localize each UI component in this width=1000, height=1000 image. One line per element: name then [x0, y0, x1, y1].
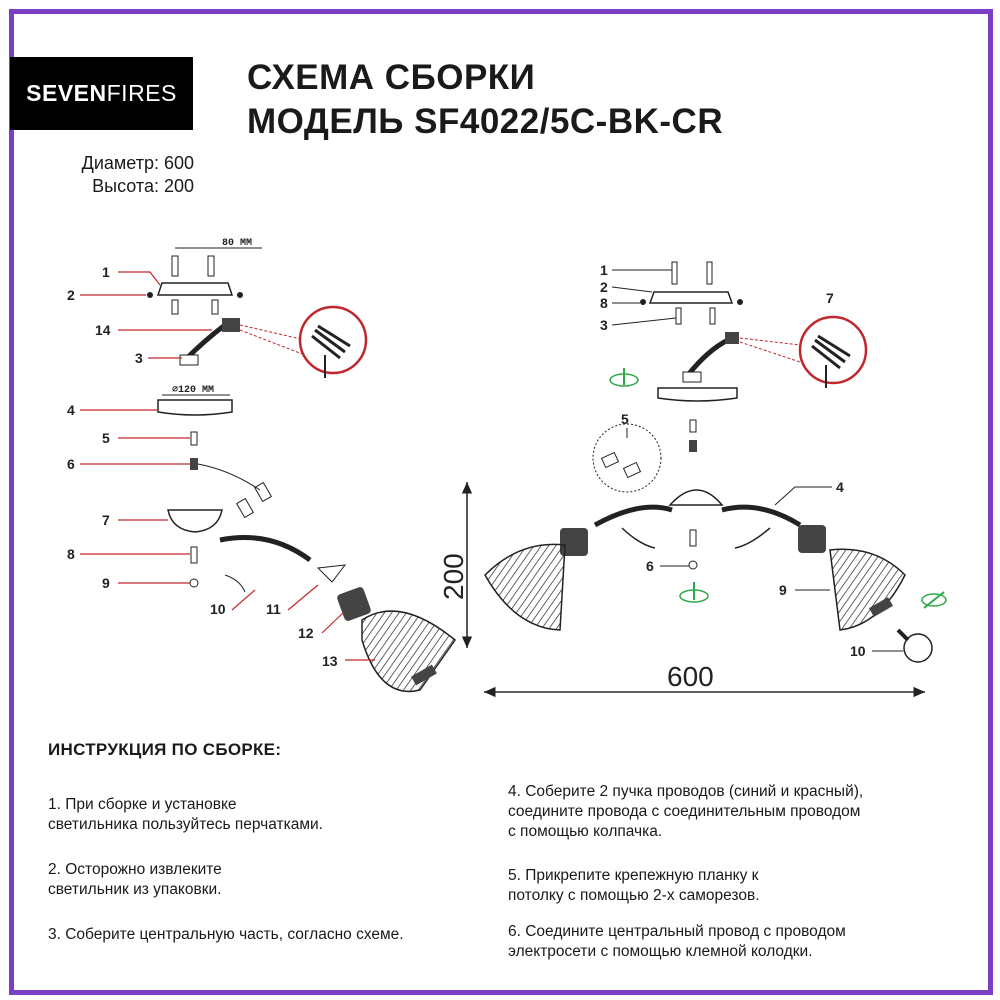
left-exploded-diagram: 80 ММ ⌀120 ММ — [67, 238, 457, 693]
step-4-line-3: с помощью колпачка. — [508, 823, 663, 840]
left-label-4: 4 — [67, 402, 75, 418]
title-line-2: МОДЕЛЬ SF4022/5C-BK-CR — [247, 102, 724, 141]
left-label-10: 10 — [210, 601, 226, 617]
left-label-11: 11 — [266, 601, 281, 617]
left-label-3: 3 — [135, 350, 143, 366]
left-label-13: 13 — [322, 653, 338, 669]
instructions-heading: ИНСТРУКЦИЯ ПО СБОРКЕ: — [48, 740, 282, 759]
left-label-5: 5 — [102, 430, 110, 446]
assembly-drawing: 80 ММ ⌀120 ММ — [67, 238, 947, 698]
brand-logo-light: FIRES — [106, 80, 177, 106]
instruction-step-3: 3. Соберите центральную часть, согласно … — [48, 925, 404, 945]
step-5-line-2: потолку с помощью 2-х саморезов. — [508, 887, 760, 904]
instruction-step-5: 5. Прикрепите крепежную планку к потолку… — [508, 866, 760, 906]
brand-logo-bold: SEVEN — [26, 80, 107, 106]
left-label-12: 12 — [298, 625, 314, 641]
step-1-line-2: светильника пользуйтесь перчатками. — [48, 816, 323, 833]
diameter-text: Диаметр: 600 — [81, 153, 194, 173]
step-6-line-2: электросети с помощью клемной колодки. — [508, 943, 813, 960]
right-label-4: 4 — [836, 479, 844, 495]
right-label-9: 9 — [779, 582, 787, 598]
right-label-8: 8 — [600, 295, 608, 311]
left-label-7: 7 — [102, 512, 110, 528]
page-frame — [9, 9, 993, 995]
step-4-line-1: 4. Соберите 2 пучка проводов (синий и кр… — [508, 783, 864, 800]
right-label-10: 10 — [850, 643, 866, 659]
measure-120-label: ⌀120 ММ — [172, 385, 214, 396]
right-label-6: 6 — [646, 558, 654, 574]
left-label-8: 8 — [67, 546, 75, 562]
dimensions-block: Диаметр: 600 Высота: 200 — [46, 152, 194, 198]
left-label-6: 6 — [67, 456, 75, 472]
instruction-step-1: 1. При сборке и установке светильника по… — [48, 795, 323, 835]
height-dimension-label: 200 — [438, 553, 469, 600]
right-label-3: 3 — [600, 317, 608, 333]
left-label-14: 14 — [95, 322, 111, 338]
step-3-line-1: 3. Соберите центральную часть, согласно … — [48, 926, 404, 943]
instruction-step-2: 2. Осторожно извлеките светильник из упа… — [48, 860, 222, 900]
step-2-line-2: светильник из упаковки. — [48, 881, 222, 898]
right-label-1: 1 — [600, 262, 608, 278]
right-label-2: 2 — [600, 279, 608, 295]
right-label-7: 7 — [826, 290, 834, 306]
right-assembled-diagram: 200 600 1 2 8 3 7 5 4 6 9 10 — [438, 261, 947, 698]
step-2-line-1: 2. Осторожно извлеките — [48, 861, 222, 878]
measure-80-label: 80 ММ — [222, 238, 252, 249]
left-label-1: 1 — [102, 264, 110, 280]
step-4-line-2: соедините провода с соединительным прово… — [508, 803, 861, 820]
step-6-line-1: 6. Соедините центральный провод с провод… — [508, 923, 846, 940]
height-text: Высота: 200 — [92, 176, 194, 196]
title-line-1: СХЕМА СБОРКИ — [247, 58, 536, 97]
left-label-2: 2 — [67, 287, 75, 303]
instruction-step-6: 6. Соедините центральный провод с провод… — [508, 922, 846, 962]
step-1-line-1: 1. При сборке и установке — [48, 796, 237, 813]
width-dimension-label: 600 — [667, 661, 714, 692]
page-title: СХЕМА СБОРКИ МОДЕЛЬ SF4022/5C-BK-CR — [247, 56, 723, 144]
step-5-line-1: 5. Прикрепите крепежную планку к — [508, 867, 759, 884]
left-label-9: 9 — [102, 575, 110, 591]
right-label-5: 5 — [621, 411, 629, 427]
instruction-step-4: 4. Соберите 2 пучка проводов (синий и кр… — [508, 782, 863, 842]
